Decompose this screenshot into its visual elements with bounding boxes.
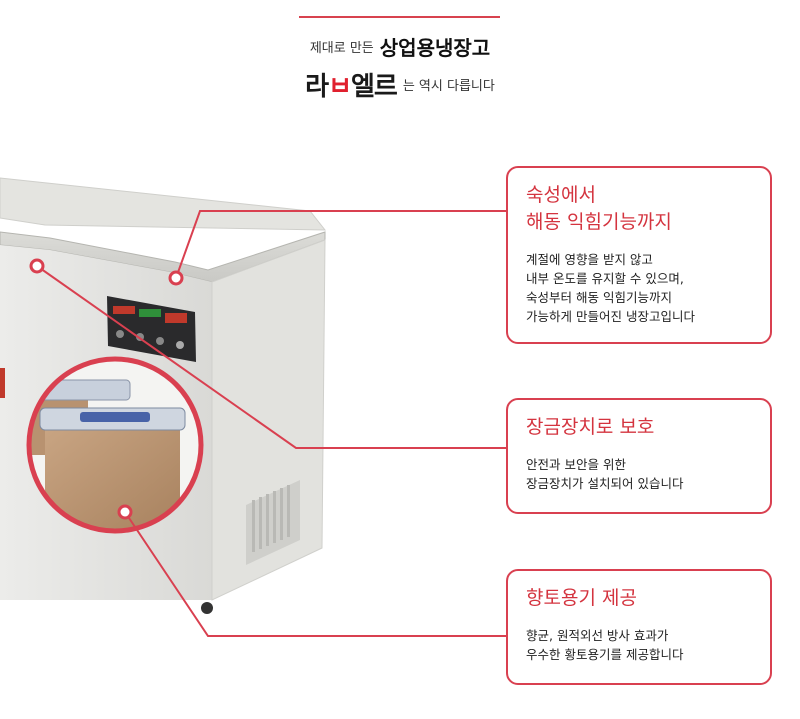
brand-logo-part1: 라 bbox=[305, 72, 329, 102]
callout-lines bbox=[36, 210, 506, 637]
tagline-small-text: 제대로 만든 bbox=[309, 41, 374, 56]
header-top-rule bbox=[299, 16, 500, 18]
feature-description: 계절에 영향을 받지 않고 내부 온도를 유지할 수 있으며, 숙성부터 해동 … bbox=[526, 252, 695, 324]
feature-card-aging: 숙성에서 해동 익힘기능까지 계절에 영향을 받지 않고 내부 온도를 유지할 … bbox=[506, 166, 772, 344]
clay-container-zoom bbox=[26, 356, 204, 534]
freezer-lid-top bbox=[0, 177, 327, 231]
feature-description: 향균, 원적외선 방사 효과가 우수한 황토용기를 제공합니다 bbox=[526, 628, 684, 662]
tagline-product-text: 상업용냉장고 bbox=[379, 36, 491, 60]
feature-card-lock: 장금장치로 보호 안전과 보안을 위한 장금장치가 설치되어 있습니다 bbox=[506, 398, 772, 514]
brand-logo-accent: ㅂ bbox=[328, 72, 352, 102]
brand-slogan-text: 는 역시 다릅니다 bbox=[402, 79, 495, 94]
feature-title: 향토용기 제공 bbox=[526, 587, 637, 609]
control-panel bbox=[107, 296, 196, 362]
freezer-wheel bbox=[201, 602, 213, 614]
freezer-edge-label bbox=[0, 368, 5, 398]
feature-title: 숙성에서 해동 익힘기능까지 bbox=[526, 184, 672, 233]
header-tagline: 제대로 만든 상업용냉장고 bbox=[0, 32, 800, 61]
feature-title: 장금장치로 보호 bbox=[526, 416, 655, 438]
side-vent bbox=[246, 480, 300, 565]
feature-description: 안전과 보안을 위한 장금장치가 설치되어 있습니다 bbox=[526, 457, 684, 491]
callout-dots bbox=[29, 258, 184, 520]
feature-card-clay-container: 향토용기 제공 향균, 원적외선 방사 효과가 우수한 황토용기를 제공합니다 bbox=[506, 569, 772, 685]
brand-logo-part2: 엘르 bbox=[351, 72, 398, 102]
brand-logo: 라ㅂ엘르 bbox=[305, 66, 398, 103]
header-brand-line: 라ㅂ엘르 는 역시 다릅니다 bbox=[0, 66, 800, 103]
